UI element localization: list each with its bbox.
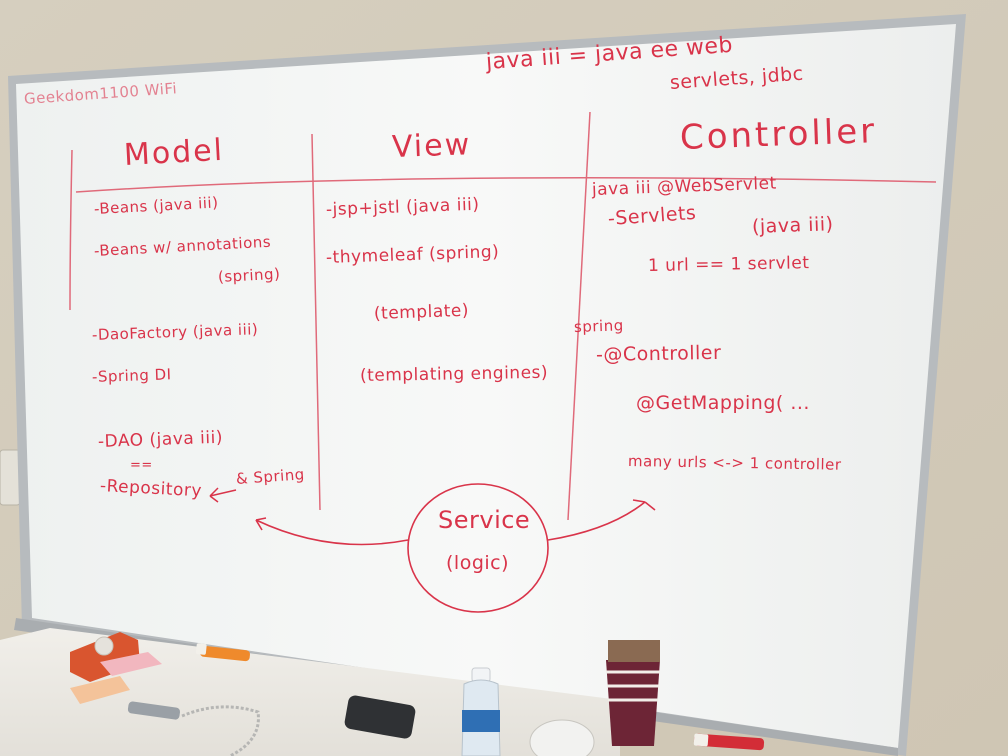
heading-model: Model — [123, 132, 225, 173]
controller-item: (java iii) — [751, 213, 834, 238]
service-subtitle: (logic) — [446, 552, 510, 574]
heading-controller: Controller — [679, 111, 878, 158]
eraser — [344, 695, 416, 739]
service-circle — [407, 483, 549, 613]
controller-item: -@Controller — [595, 341, 722, 366]
controller-item: spring — [573, 316, 624, 336]
header-underline — [75, 177, 937, 193]
arrow-service-to-controller — [547, 501, 646, 541]
divider-model-view — [311, 133, 321, 511]
orange-marker — [195, 643, 250, 662]
arrow-service-to-model — [255, 519, 409, 546]
water-bottle — [461, 667, 501, 756]
heading-view: View — [391, 127, 472, 165]
model-item: -Spring DI — [91, 365, 172, 386]
model-item: (spring) — [217, 264, 281, 286]
controller-item: @GetMapping( ... — [636, 392, 810, 414]
wall-outlet — [0, 449, 21, 506]
view-item: (template) — [373, 300, 470, 324]
view-item: (templating engines) — [359, 362, 549, 386]
model-item: == — [130, 458, 153, 473]
divider-left — [69, 149, 73, 311]
arrow-repository — [209, 487, 237, 503]
controller-item: many urls <-> 1 controller — [627, 452, 842, 474]
sticky-note-orange — [70, 676, 130, 704]
coffee-cup-stack — [606, 640, 660, 746]
arrow-head-left — [255, 517, 267, 531]
red-marker — [693, 733, 765, 751]
sticky-note-pink — [100, 652, 162, 676]
divider-view-controller — [567, 111, 591, 521]
white-cup — [529, 719, 595, 756]
whiteboard-surface — [16, 24, 956, 748]
arrow-head-right — [632, 499, 656, 511]
keychain — [127, 701, 260, 756]
controller-item: 1 url == 1 servlet — [647, 253, 810, 276]
service-title: Service — [438, 506, 531, 534]
